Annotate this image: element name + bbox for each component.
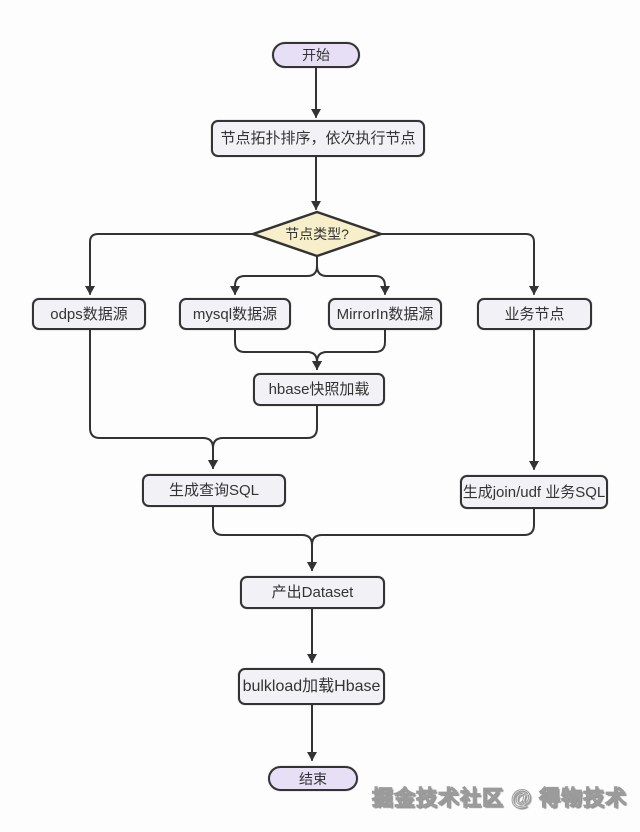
node-business: 业务节点 bbox=[477, 298, 592, 330]
edge-decision-to-business bbox=[380, 233, 539, 295]
node-gen-join-udf-sql: 生成join/udf 业务SQL bbox=[460, 475, 608, 509]
edge-odps-to-genquery bbox=[89, 329, 218, 469]
node-start: 开始 bbox=[272, 42, 360, 68]
edge-decision-to-odps bbox=[85, 233, 254, 295]
node-odps-source: odps数据源 bbox=[32, 298, 146, 330]
node-decision-label: 节点类型? bbox=[285, 226, 349, 242]
edge-decision-to-mysql bbox=[230, 255, 318, 295]
edge-mysql-to-hbase bbox=[234, 329, 322, 370]
edge-hbase-to-genquery bbox=[208, 405, 318, 469]
edge-genquery-to-dataset bbox=[212, 506, 317, 571]
node-mysql-source: mysql数据源 bbox=[179, 298, 291, 330]
node-hbase-snapshot: hbase快照加载 bbox=[253, 373, 385, 406]
node-end: 结束 bbox=[268, 766, 358, 791]
node-topo-sort: 节点拓扑排序，依次执行节点 bbox=[211, 120, 425, 157]
node-bulkload: bulkload加载Hbase bbox=[238, 668, 385, 705]
node-mirrorin-source: MirrorIn数据源 bbox=[328, 298, 442, 330]
edge-mirrorin-to-hbase bbox=[312, 329, 386, 370]
node-gen-query-sql: 生成查询SQL bbox=[142, 474, 286, 507]
watermark-text: 掘金技术社区 @ 得物技术 bbox=[371, 787, 628, 811]
edge-decision-to-mirrorin bbox=[316, 255, 390, 295]
edge-genjoin-to-dataset bbox=[307, 508, 535, 571]
node-dataset: 产出Dataset bbox=[240, 576, 385, 609]
